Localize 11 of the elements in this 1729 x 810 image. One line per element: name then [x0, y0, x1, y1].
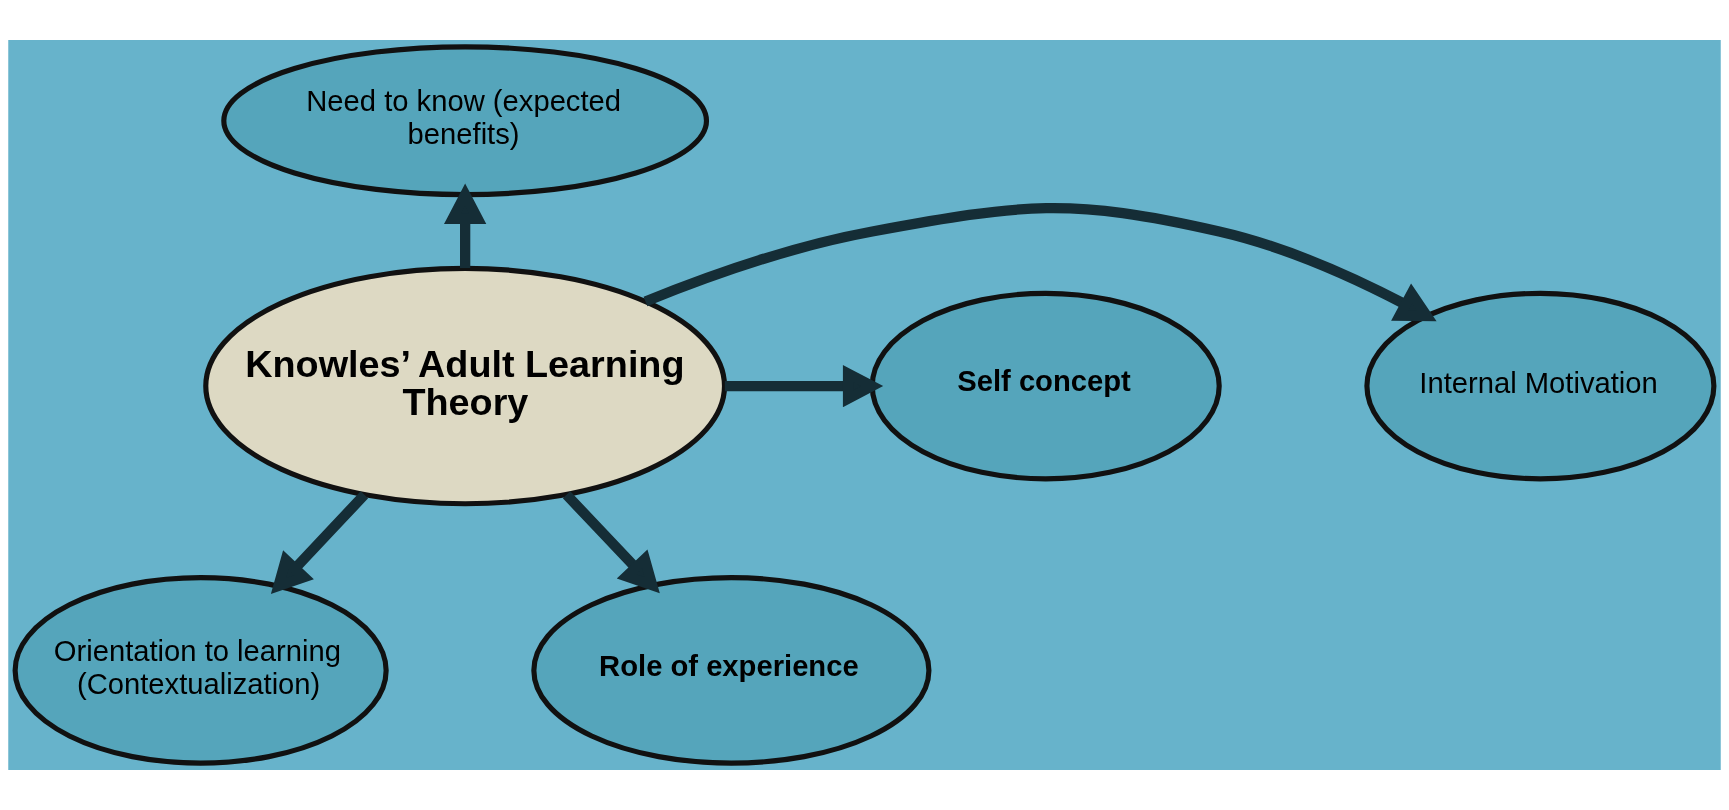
arrow	[643, 203, 1437, 322]
node-ellipse: Role of experience	[531, 575, 932, 766]
node-ellipse: Orientation to learning (Contextualization)	[12, 575, 389, 766]
node-ellipse: Internal Motivation	[1364, 290, 1717, 482]
node-ellipse: Knowles’ Adult Learning Theory	[203, 265, 728, 507]
arrow	[724, 364, 884, 408]
node-ellipse: Need to know (expected benefits)	[221, 44, 710, 198]
arrow	[270, 491, 369, 595]
arrow	[444, 183, 487, 269]
node-ellipse: Self concept	[869, 290, 1222, 482]
arrow	[562, 491, 660, 594]
